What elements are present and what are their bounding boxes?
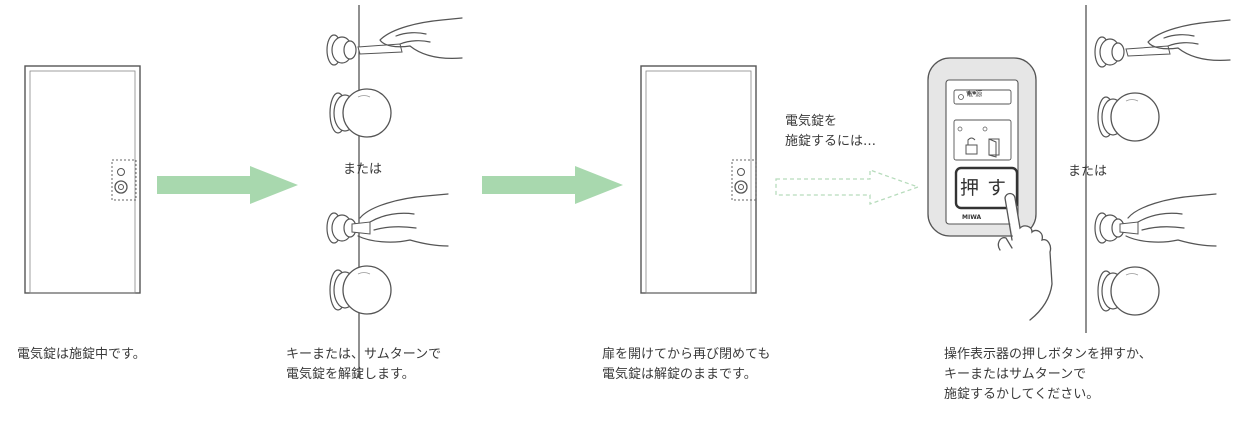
- caption-step-4-line-1: 操作表示器の押しボタンを押すか、: [944, 347, 1152, 362]
- control-panel: ● ●: [927, 57, 1037, 237]
- door-unlocked: [640, 65, 757, 294]
- or-label-left: または: [343, 162, 383, 177]
- lock-methods-illustration: [1085, 5, 1231, 333]
- arrow-right-icon: [157, 166, 298, 204]
- caption-step-3-line-2: 電気錠は解錠のままです。: [602, 367, 757, 382]
- lock-prompt-line-2: 施錠するには…: [785, 134, 877, 149]
- caption-step-2-line-2: 電気錠を解錠します。: [286, 367, 415, 382]
- brand-logo: MIWA: [962, 214, 982, 221]
- caption-step-2-line-1: キーまたは、サムターンで: [286, 347, 442, 362]
- unlock-methods-illustration: [326, 5, 463, 378]
- dashed-arrow-right-icon: [775, 169, 920, 205]
- or-label-right: または: [1068, 164, 1108, 179]
- lock-prompt-line-1: 電気錠を: [785, 114, 838, 129]
- led-legend-1: ● ●: [967, 91, 976, 96]
- pointing-hand-icon: [997, 192, 1053, 321]
- caption-step-2: キーまたは、サムターンで 電気錠を解錠します。: [286, 345, 441, 385]
- door-locked: [24, 65, 141, 294]
- caption-step-4-line-2: キーまたはサムターンで: [944, 367, 1087, 382]
- caption-step-1: 電気錠は施錠中です。: [17, 345, 146, 365]
- push-button: 押 す: [960, 177, 1008, 199]
- caption-step-3-line-1: 扉を開けてから再び閉めても: [602, 347, 771, 362]
- arrow-right-icon: [482, 166, 623, 204]
- door-open-icon: [988, 138, 1000, 158]
- padlock-icon: [965, 137, 978, 155]
- power-label: 電 源: [966, 90, 983, 98]
- caption-step-4: 操作表示器の押しボタンを押すか、 キーまたはサムターンで 施錠するかしてください…: [944, 345, 1152, 405]
- caption-step-3: 扉を開けてから再び閉めても 電気錠は解錠のままです。: [602, 345, 770, 385]
- caption-step-1-line-1: 電気錠は施錠中です。: [17, 347, 146, 362]
- caption-step-4-line-3: 施錠するかしてください。: [944, 387, 1100, 402]
- lock-prompt: 電気錠を 施錠するには…: [785, 112, 876, 152]
